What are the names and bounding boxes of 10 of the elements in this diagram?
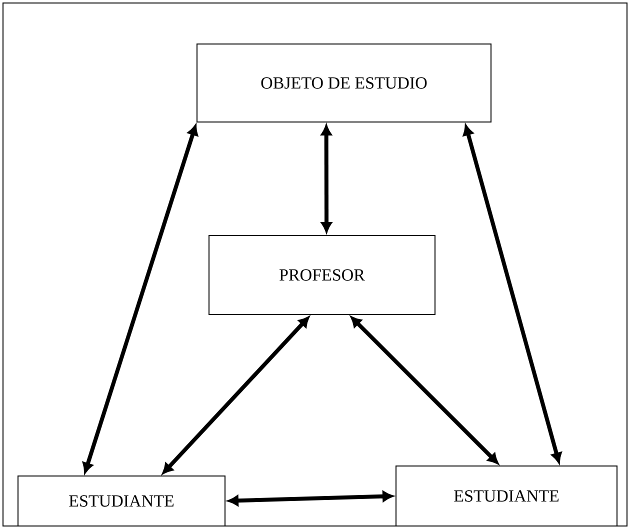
double-arrow: [463, 125, 562, 463]
double-arrow: [350, 316, 498, 464]
concept-box: ESTUDIANTE: [18, 476, 226, 526]
double-arrow: [162, 316, 310, 474]
concept-box: ESTUDIANTE: [396, 466, 618, 526]
double-arrow: [82, 125, 198, 473]
concept-box: OBJETO DE ESTUDIO: [196, 44, 492, 122]
double-arrow: [321, 125, 332, 232]
concept-box: PROFESOR: [208, 235, 436, 315]
double-arrow: [228, 491, 393, 506]
